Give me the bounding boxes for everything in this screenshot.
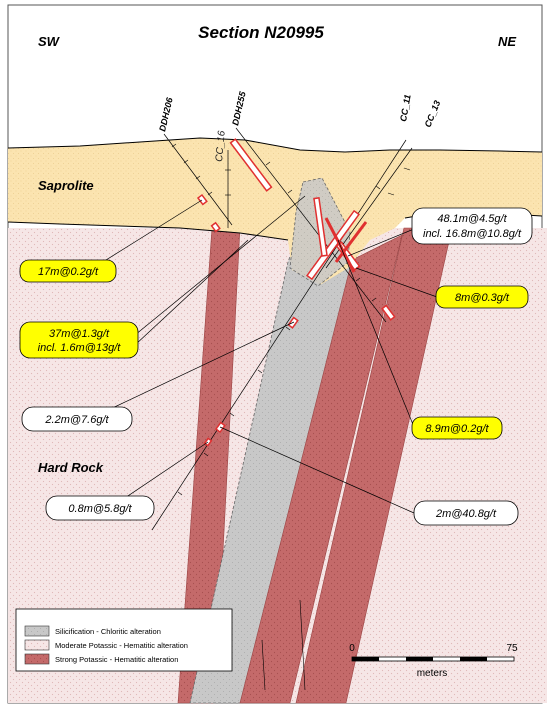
intercept-ddh255-lower <box>381 304 396 321</box>
fault-trace <box>261 639 266 691</box>
callout-box <box>19 259 117 283</box>
callout-text: 37m@1.3g/t <box>49 328 110 340</box>
trace-ticks <box>171 143 411 496</box>
scale-min-label: 0 <box>349 643 355 654</box>
legend-swatch-strong <box>24 653 50 665</box>
callout-0-8m: 0.8m@5.8g/t <box>45 495 155 521</box>
callout-text: incl. 16.8m@10.8g/t <box>423 228 522 240</box>
scale-bar-segment <box>460 657 487 661</box>
callout-8-9m: 8.9m@0.2g/t <box>411 416 503 440</box>
leader-lines <box>89 195 438 514</box>
trace-ddh206 <box>163 133 233 226</box>
legend-label: Moderate Potassic - Hematitic alteration <box>55 641 188 650</box>
callout-text: 0.8m@5.8g/t <box>68 503 132 515</box>
callout-box <box>45 495 155 521</box>
hard-rock-label: Hard Rock <box>38 460 104 475</box>
scale-bar: 0 75 meters <box>349 643 518 679</box>
scale-unit-label: meters <box>417 668 448 679</box>
callout-box <box>411 416 503 440</box>
legend-label: Silicification - Chloritic alteration <box>55 627 161 636</box>
section-title: Section N20995 <box>198 23 324 42</box>
drill-hole-label-cc11: CC_11 <box>398 94 413 123</box>
callout-box <box>411 207 533 245</box>
saprolite-layer <box>8 138 542 285</box>
direction-ne: NE <box>498 34 516 49</box>
callout-17m: 17m@0.2g/t <box>19 259 117 283</box>
callout-text: 2m@40.8g/t <box>435 508 497 520</box>
callout-text: 8m@0.3g/t <box>455 292 510 304</box>
callout-8m: 8m@0.3g/t <box>435 285 529 309</box>
legend-swatch-moderate <box>24 639 50 651</box>
callout-box <box>21 406 133 432</box>
drill-hole-label-cc16: CC_16 <box>214 130 228 162</box>
callout-box <box>413 500 519 526</box>
scale-bar-segment <box>352 657 379 661</box>
base-of-saprolite-line <box>7 221 289 241</box>
intercept-cc16-vertical <box>313 197 328 257</box>
callout-48-1m: 48.1m@4.5g/t incl. 16.8m@10.8g/t <box>411 207 533 245</box>
high-grade-cc13 <box>334 221 368 263</box>
intercept-cc11-upper <box>306 209 360 281</box>
callout-text: 17m@0.2g/t <box>38 266 99 278</box>
callout-text: incl. 1.6m@13g/t <box>38 342 122 354</box>
callout-2m: 2m@40.8g/t <box>413 500 519 526</box>
topographic-surface <box>7 137 543 153</box>
saprolite-label: Saprolite <box>38 178 94 193</box>
callout-box <box>435 285 529 309</box>
intercept-ddh255-upper <box>229 138 273 192</box>
callout-text: 2.2m@7.6g/t <box>44 414 109 426</box>
callout-2-2m: 2.2m@7.6g/t <box>21 406 133 432</box>
callout-box <box>19 321 139 359</box>
legend-swatch-silicification <box>24 625 50 637</box>
trace-ddh255 <box>235 127 387 323</box>
scale-max-label: 75 <box>506 643 518 654</box>
callout-text: 8.9m@0.2g/t <box>425 423 489 435</box>
direction-sw: SW <box>38 34 61 49</box>
intercept-ddh206-lower <box>210 221 221 233</box>
legend-box <box>15 608 233 672</box>
callout-37m: 37m@1.3g/t incl. 1.6m@13g/t <box>19 321 139 359</box>
legend: Silicification - Chloritic alteration Mo… <box>15 608 233 672</box>
scale-bar-segment <box>406 657 433 661</box>
legend-label: Strong Potassic - Hematitic alteration <box>55 655 178 664</box>
callout-text: 48.1m@4.5g/t <box>437 213 507 225</box>
strong-potassic-band-middle <box>239 234 403 704</box>
trace-cc11 <box>151 139 407 531</box>
fault-trace <box>299 599 306 691</box>
